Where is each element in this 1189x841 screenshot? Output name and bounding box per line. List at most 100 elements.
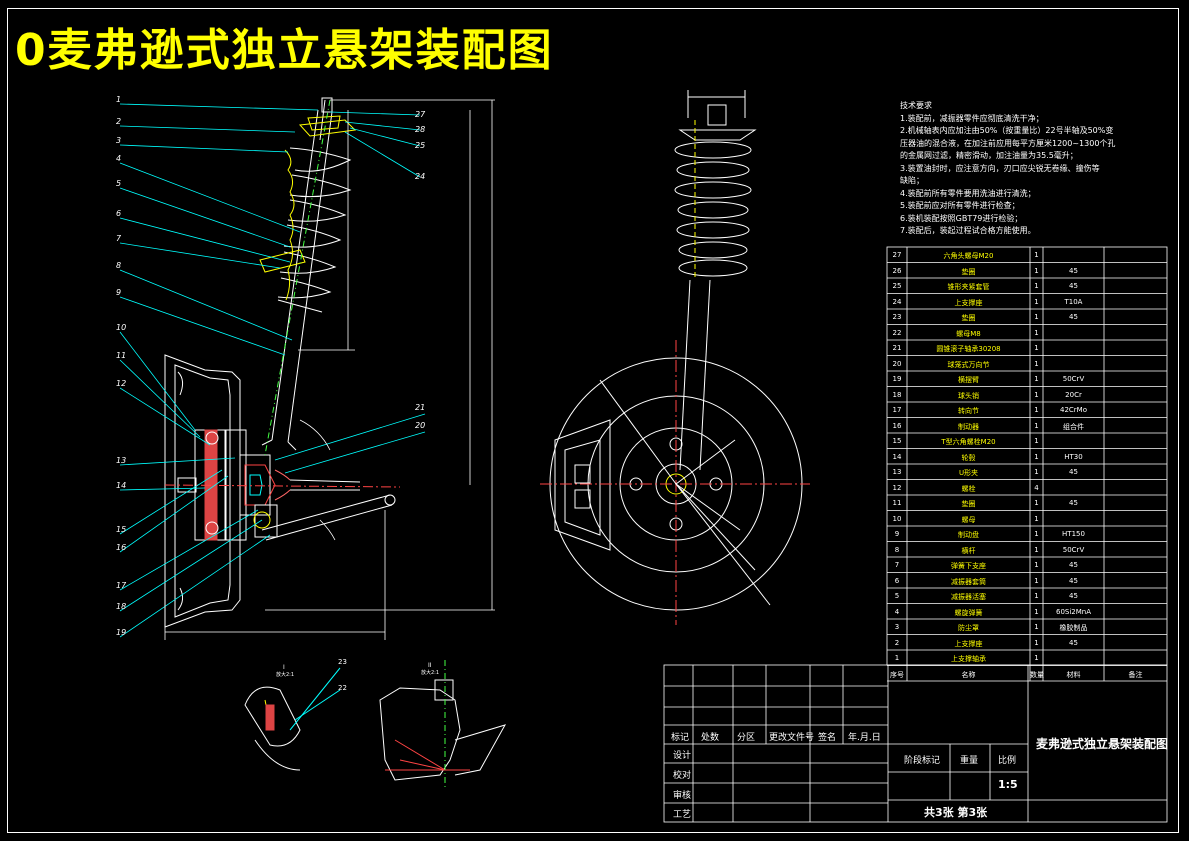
callout-number-left: 10: [116, 323, 127, 332]
bom-cell-name: 制动器: [958, 422, 979, 431]
tb-count: 处数: [701, 733, 720, 743]
callout-number-left: 8: [116, 261, 122, 270]
callout-number-right: 20: [415, 421, 426, 430]
tb-weight: 重量: [960, 756, 979, 766]
bom-cell-name: 横摆臂: [958, 376, 979, 384]
bom-cell-qty: 1: [1034, 282, 1039, 290]
tb-scale-value: 1:5: [998, 778, 1018, 791]
bom-cell-name: 转向节: [958, 407, 979, 415]
bom-cell-no: 27: [892, 251, 902, 259]
tb-process: 工艺: [673, 810, 692, 820]
tech-req-line: 2.机械轴表内应加注由50%（按重量比）22号半轴及50%变: [900, 126, 1114, 135]
bom-cell-qty: 1: [1034, 452, 1039, 461]
bom-cell-name: 球笼式万向节: [947, 360, 990, 369]
bom-cell-no: 6: [894, 576, 900, 585]
bom-cell-name: 制动盘: [958, 531, 979, 539]
tb-date: 年.月.日: [848, 733, 881, 743]
bom-cell-name: 球头销: [958, 391, 979, 400]
callout-number-left: 12: [116, 379, 127, 388]
callout-leaders-left: [119, 103, 426, 638]
bom-cell-no: 15: [892, 437, 902, 445]
bom-cell-no: 8: [894, 545, 900, 554]
tech-req-line: 压器油的混合液，在加注前应用每平方厘米1200~1300个孔: [900, 138, 1116, 148]
bom-cell-material: 45: [1069, 561, 1078, 569]
callout-number-right: 28: [415, 125, 426, 134]
bom-cell-name: 上支撑座: [954, 639, 983, 648]
tb-change-doc: 更改文件号: [769, 733, 815, 743]
bom-cell-no: 25: [892, 282, 902, 290]
bom-cell-name: 名称: [961, 670, 976, 679]
callout-22: 22: [338, 684, 347, 692]
bom-cell-no: 10: [892, 514, 902, 523]
bom-cell-qty: 1: [1034, 266, 1039, 275]
bom-cell-name: 垫圈: [961, 500, 976, 508]
side-view-strut: [540, 90, 810, 625]
bom-cell-no: 16: [892, 421, 902, 430]
bom-cell-qty: 1: [1034, 592, 1039, 600]
bom-cell-name: 六角头螺母M20: [943, 252, 994, 260]
callout-number-left: 3: [116, 136, 122, 145]
bom-cell-qty: 1: [1034, 421, 1039, 430]
bom-cell-qty: 1: [1034, 359, 1039, 368]
bom-cell-no: 5: [894, 592, 900, 600]
tech-req-line: 3.装置油封时，应注意方向，刃口应尖锐无卷缘、撞伤等: [900, 163, 1100, 173]
bom-cell-qty: 1: [1034, 514, 1039, 523]
tech-req-line: 7.装配后，装起过程试合格方能使用。: [900, 226, 1036, 235]
bom-cell-name: 螺栓: [961, 484, 976, 493]
bom-cell-qty: 1: [1034, 654, 1039, 662]
bom-cell-material: 材料: [1066, 670, 1081, 679]
tb-zone: 分区: [737, 733, 756, 743]
callout-number-right: 27: [415, 110, 426, 119]
bom-cell-material: 42CrMo: [1060, 406, 1087, 414]
bom-cell-no: 1: [894, 654, 900, 662]
bom-cell-qty: 1: [1034, 344, 1039, 352]
title-block-grid: [663, 664, 1168, 823]
bom-cell-material: 45: [1069, 468, 1078, 476]
bom-cell-no: 9: [894, 530, 900, 538]
bom-cell-no: 18: [892, 390, 902, 399]
bom-cell-qty: 1: [1034, 638, 1039, 647]
bom-cell-name: 减振器套筒: [951, 577, 986, 586]
bom-cell-name: 螺母: [961, 515, 976, 524]
bom-cell-qty: 1: [1034, 530, 1039, 538]
technical-requirements: 技术要求 1.装配前，减振器零件应彻底清洗干净；2.机械轴表内应加注由50%（按…: [900, 100, 1115, 238]
bom-cell-no: 7: [894, 561, 900, 569]
tech-req-heading: 技术要求: [900, 101, 932, 110]
bom-cell-name: 弹簧下支座: [951, 562, 986, 570]
bom-cell-no: 4: [894, 607, 900, 616]
bom-cell-qty: 1: [1034, 406, 1039, 414]
bom-cell-name: 垫圈: [961, 267, 976, 276]
bom-cell-material: 45: [1069, 313, 1078, 321]
front-view-strut: [164, 97, 401, 628]
bom-cell-material: 45: [1069, 592, 1078, 600]
tech-req-lines: 1.装配前，减振器零件应彻底清洗干净；2.机械轴表内应加注由50%（按重量比）2…: [900, 113, 1115, 238]
callout-number-left: 1: [116, 95, 122, 104]
bom-cell-material: 45: [1069, 266, 1078, 275]
bom-cell-no: 序号: [890, 670, 904, 679]
bom-cell-name: 垫圈: [961, 314, 976, 322]
detail-1-label: I: [283, 664, 285, 671]
callout-number-left: 11: [116, 351, 127, 360]
callout-23: 23: [338, 658, 347, 666]
bom-cell-no: 12: [892, 483, 902, 492]
bom-cell-name: U形夹: [958, 469, 979, 477]
tb-mark: 标记: [671, 733, 690, 743]
callout-number-left: 15: [116, 525, 127, 534]
bom-cell-no: 26: [892, 266, 902, 275]
detail-1-scale: 放大2:1: [276, 672, 295, 678]
bom-cell-no: 22: [892, 328, 902, 337]
bom-cell-material: 50CrV: [1062, 375, 1085, 383]
tech-req-line: 6.装机装配按照GBT79进行检验；: [900, 213, 1023, 223]
bom-cell-qty: 1: [1034, 297, 1039, 306]
callout-number-left: 5: [116, 179, 122, 188]
bom-cell-qty: 1: [1034, 623, 1039, 631]
bom-cell-name: 锥形夹紧套管: [947, 283, 990, 291]
bom-cell-name: 圆锥滚子轴承30208: [936, 345, 1001, 353]
bom-cell-qty: 1: [1034, 251, 1039, 259]
bom-cell-material: T10A: [1064, 297, 1083, 306]
bom-cell-no: 2: [894, 638, 900, 647]
detail-view-1: [244, 667, 341, 771]
tb-sheet-info: 共3张 第3张: [924, 806, 988, 819]
bom-cell-no: 11: [892, 499, 902, 507]
bom-cell-material: 45: [1069, 499, 1078, 507]
